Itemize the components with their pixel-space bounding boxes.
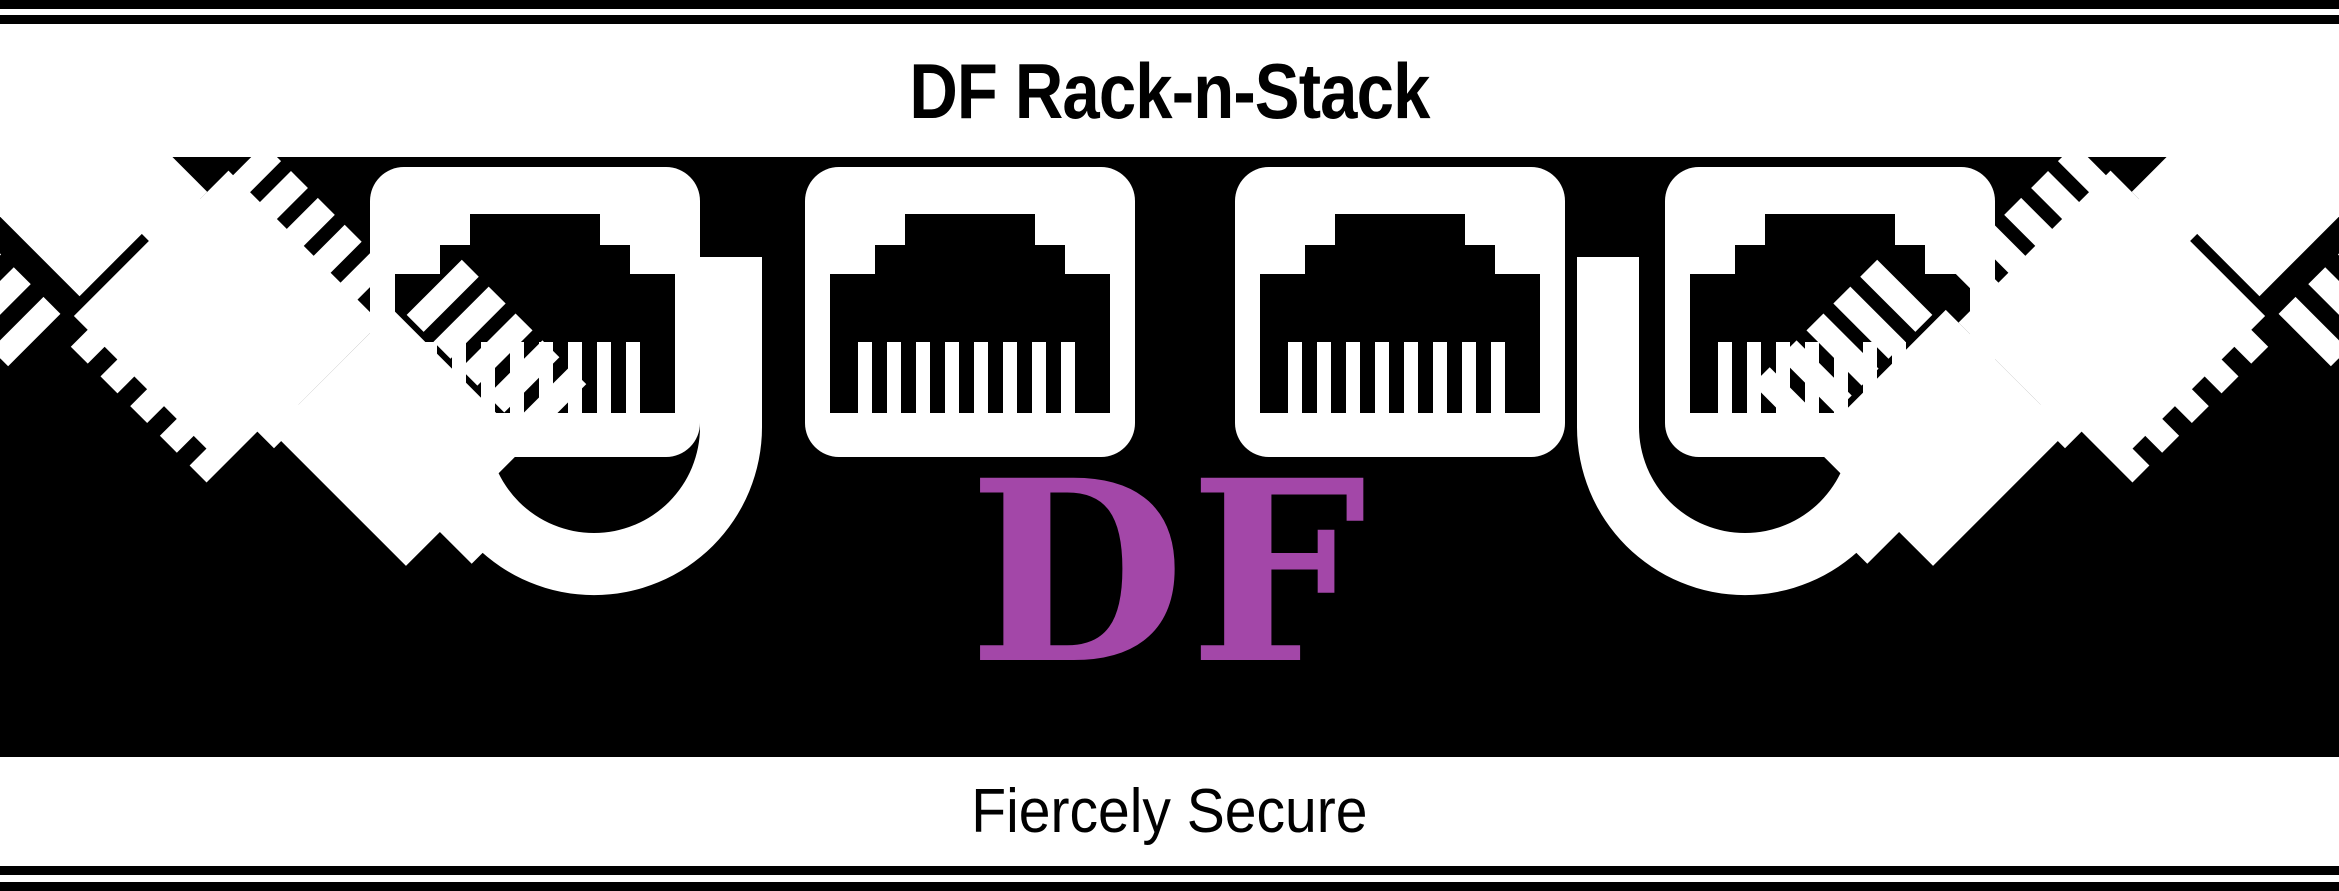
top-rule-outer bbox=[0, 0, 2339, 9]
cable-arc-left bbox=[425, 257, 762, 596]
ethernet-cable-right-outer bbox=[1950, 157, 2339, 451]
title-band: DF Rack-n-Stack bbox=[0, 24, 2339, 157]
top-rule-inner bbox=[0, 15, 2339, 24]
artwork-band: DF bbox=[0, 157, 2339, 757]
rj45-port-2 bbox=[805, 167, 1135, 457]
tagline-band: Fiercely Secure bbox=[0, 757, 2339, 866]
tagline: Fiercely Secure bbox=[971, 776, 1368, 846]
cable-arc-right bbox=[1577, 257, 1913, 596]
bottom-rule-inner bbox=[0, 866, 2339, 875]
ethernet-cable-left-inner bbox=[15, 157, 587, 566]
rj45-pins-3 bbox=[1288, 342, 1505, 413]
rj45-pins-2 bbox=[858, 342, 1075, 413]
rj45-port-3 bbox=[1235, 167, 1565, 457]
bottom-rule-outer bbox=[0, 882, 2339, 891]
network-artwork bbox=[0, 157, 2339, 596]
page-title: DF Rack-n-Stack bbox=[909, 46, 1430, 135]
